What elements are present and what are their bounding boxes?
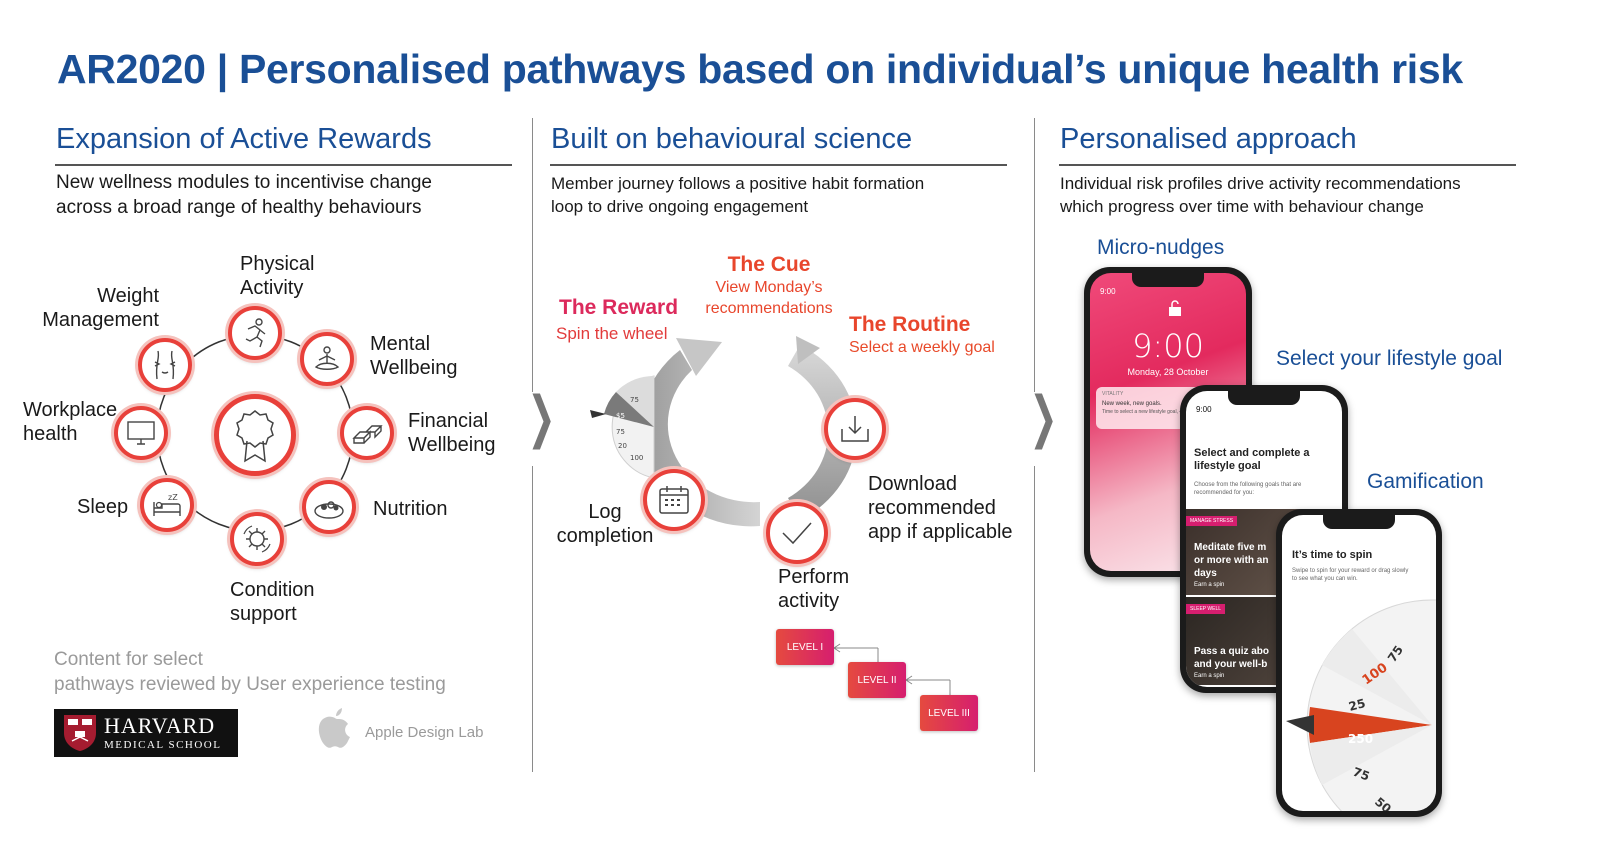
status-time: 9:00	[1196, 405, 1212, 414]
phone-gamification: It’s time to spin Swipe to spin for your…	[1276, 509, 1442, 817]
step-log: Log completion	[556, 501, 654, 547]
computer-monitor-icon	[114, 406, 168, 460]
virus-cycle-icon	[230, 512, 284, 566]
step-download: Download recommended app if applicable	[868, 473, 1013, 543]
label-weight-management: Weight Management	[42, 285, 159, 331]
harvard-wordmark: HARVARD	[104, 713, 216, 738]
divider-right	[1034, 118, 1035, 392]
level-badge: LEVEL I	[776, 629, 834, 665]
lock-date: Monday, 28 October	[1127, 367, 1209, 377]
goal-screen-title: Select and complete a lifestyle goal	[1194, 447, 1310, 472]
label-micro-nudges: Micro-nudges	[1097, 236, 1225, 259]
food-plate-icon	[302, 480, 356, 534]
wheel-value: $5	[616, 412, 625, 420]
bed-sleep-icon: zZ	[140, 478, 194, 532]
label-financial-wellbeing: Financial Wellbeing	[408, 410, 496, 456]
section-rule	[550, 164, 1007, 166]
apple-design-lab-label: Apple Design Lab	[365, 724, 484, 741]
section-rule	[1059, 164, 1516, 166]
download-icon	[824, 398, 886, 460]
prize-wheel-icon: 75 $5 75 20 100	[590, 375, 655, 479]
divider-left	[532, 118, 533, 392]
label-mental-wellbeing: Mental Wellbeing	[370, 333, 458, 379]
section-title-behavioural-science: Built on behavioural science	[551, 123, 913, 155]
the-routine: The Routine Select a weekly goal	[849, 313, 995, 356]
chevron-right-icon: ❯	[527, 385, 556, 450]
wheel-value: 20	[618, 442, 627, 450]
label-condition-support: Condition support	[230, 579, 315, 625]
chevron-right-icon: ❯	[1029, 385, 1058, 450]
meditation-icon	[300, 332, 354, 386]
status-time: 9:00	[1100, 287, 1116, 296]
divider-right-lower	[1034, 466, 1035, 772]
level-badge: LEVEL II	[848, 662, 906, 698]
label-nutrition: Nutrition	[373, 498, 448, 520]
calendar-icon	[643, 469, 705, 531]
label-sleep: Sleep	[77, 496, 129, 518]
wheel-value: 75	[630, 396, 639, 404]
spin-body: Swipe to spin for your reward or drag sl…	[1292, 568, 1409, 582]
apple-logo-icon	[318, 708, 350, 748]
content-note: Content for select pathways reviewed by …	[54, 649, 446, 695]
step-perform: Perform activity	[778, 566, 850, 612]
section-title-personalised-approach: Personalised approach	[1060, 123, 1357, 155]
medical-school-wordmark: MEDICAL SCHOOL	[104, 739, 222, 751]
wheel-value: 25	[1347, 696, 1367, 714]
spin-wheel[interactable]: 75 100 25 250 75 50	[1282, 595, 1436, 811]
svg-text:zZ: zZ	[168, 493, 178, 502]
the-cue: The Cue View Monday’s recommendations	[705, 253, 833, 317]
gold-bars-icon	[340, 406, 394, 460]
lock-time: 9:00	[1132, 327, 1204, 365]
section-subtitle: Member journey follows a positive habit …	[551, 174, 925, 216]
section-rule	[55, 164, 512, 166]
label-physical-activity: Physical Activity	[240, 253, 315, 299]
wheel-value: 75	[616, 428, 625, 436]
level-badge: LEVEL III	[920, 695, 978, 731]
wheel-value: 100	[630, 454, 643, 462]
checkmark-icon	[766, 502, 828, 564]
label-workplace-health: Workplace health	[23, 399, 118, 445]
wheel-value: 250	[1348, 732, 1373, 746]
section-title-active-rewards: Expansion of Active Rewards	[56, 123, 432, 155]
section-subtitle: Individual risk profiles drive activity …	[1060, 174, 1461, 216]
wheel-value: 75	[1351, 765, 1371, 784]
page-title: AR2020 | Personalised pathways based on …	[57, 46, 1463, 92]
goal-screen-body: Choose from the following goals that are…	[1194, 482, 1302, 496]
harvard-shield-icon	[64, 715, 96, 751]
unlock-icon	[1169, 300, 1181, 316]
the-reward: The Reward Spin the wheel	[556, 296, 679, 343]
spin-title: It’s time to spin	[1292, 549, 1373, 561]
section-subtitle: New wellness modules to incentivise chan…	[56, 172, 432, 218]
award-rosette-icon	[214, 394, 296, 476]
label-lifestyle-goal: Select your lifestyle goal	[1276, 347, 1503, 370]
harvard-medical-school-logo: HARVARD MEDICAL SCHOOL	[54, 709, 238, 757]
label-gamification: Gamification	[1367, 470, 1484, 493]
divider-left-lower	[532, 466, 533, 772]
body-waist-icon	[138, 338, 192, 392]
running-person-icon	[228, 306, 282, 360]
